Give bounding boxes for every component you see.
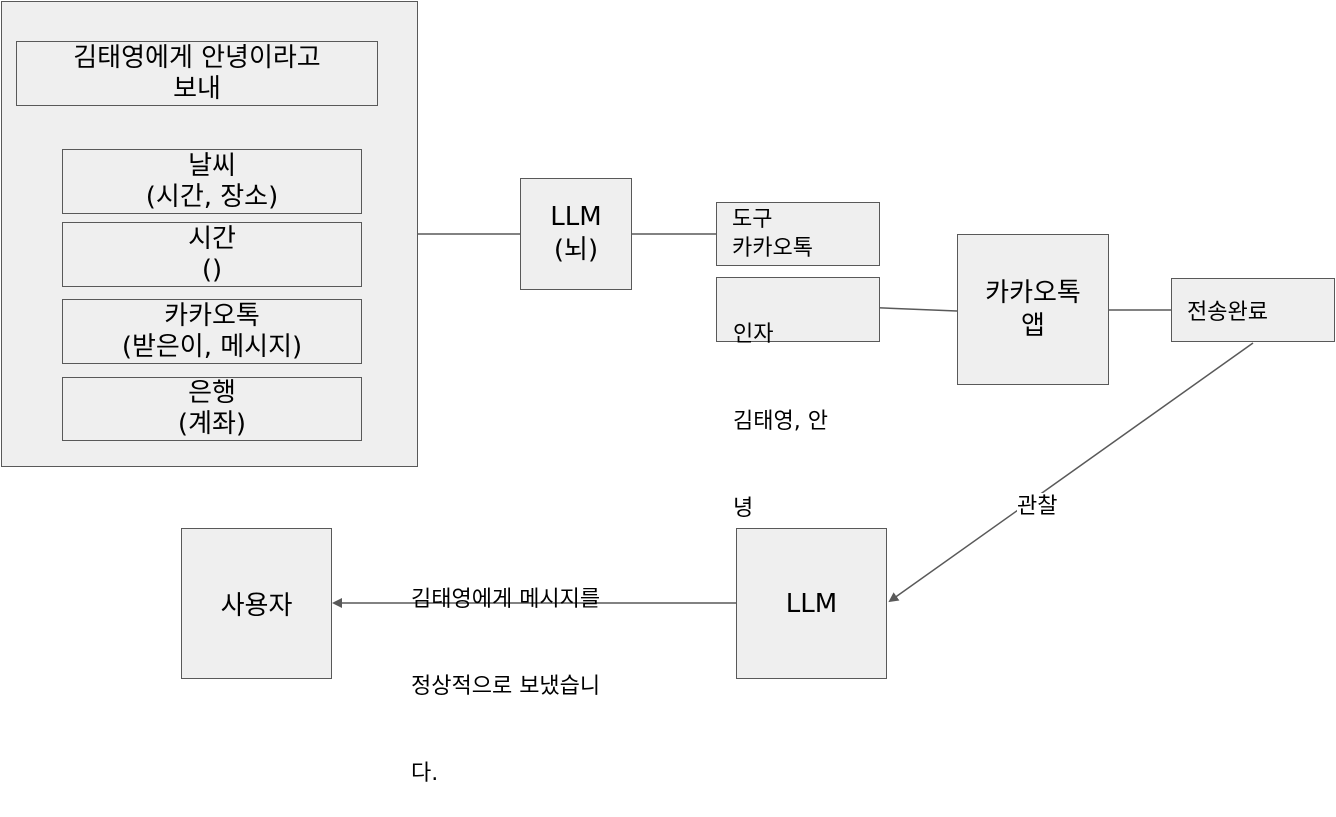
arguments-text: 인자 김태영, 안 녕 (733, 262, 828, 552)
sent-complete-box: 전송완료 (1171, 278, 1335, 342)
observe-label: 관찰 (1017, 493, 1058, 521)
reply-line-2: 정상적으로 보냈습니 (411, 674, 601, 699)
reply-line-3: 다. (411, 761, 439, 786)
sent-complete-label: 전송완료 (1187, 300, 1268, 325)
tool-time-args: () (201, 254, 223, 285)
arguments-value-1: 김태영, 안 (733, 409, 828, 434)
llm-bottom-box: LLM (736, 528, 887, 679)
llm-brain-box: LLM (뇌) (520, 178, 632, 290)
kakaotalk-app-line-2: 앱 (1021, 310, 1045, 341)
tool-weather: 날씨 (시간, 장소) (62, 149, 362, 214)
reply-line-1: 김태영에게 메시지를 (411, 587, 601, 612)
tool-selection-title: 도구 (732, 207, 773, 232)
tool-bank-name: 은행 (188, 378, 236, 408)
tool-bank-args: (계좌) (177, 409, 247, 439)
tool-kakaotalk-args: (받은이, 메시지) (121, 331, 303, 362)
tool-time: 시간 () (62, 222, 362, 287)
kakaotalk-app-box: 카카오톡 앱 (957, 234, 1109, 385)
tool-weather-name: 날씨 (188, 150, 236, 181)
user-box: 사용자 (181, 528, 332, 679)
llm-bottom-label: LLM (785, 588, 838, 619)
tool-bank: 은행 (계좌) (62, 377, 362, 441)
llm-brain-sub: (뇌) (553, 235, 599, 265)
command-line-1: 김태영에게 안녕이라고 (73, 42, 321, 73)
arguments-box (716, 277, 880, 342)
tool-kakaotalk-name: 카카오톡 (164, 300, 260, 331)
reply-message-text: 김태영에게 메시지를 정상적으로 보냈습니 다. (411, 527, 600, 817)
llm-brain-label: LLM (550, 202, 602, 232)
user-label: 사용자 (220, 591, 293, 621)
kakaotalk-app-line-1: 카카오톡 (985, 277, 1081, 308)
tool-selection-value: 카카오톡 (732, 236, 813, 261)
arrow-observe (888, 342, 1254, 603)
arguments-value-2: 녕 (733, 496, 754, 521)
tool-selection-box: 도구 카카오톡 (716, 202, 880, 266)
arguments-title: 인자 (733, 322, 774, 347)
command-line-2: 보내 (173, 73, 221, 104)
tool-kakaotalk: 카카오톡 (받은이, 메시지) (62, 299, 362, 364)
command-box: 김태영에게 안녕이라고 보내 (16, 41, 378, 106)
tool-time-name: 시간 (188, 223, 236, 254)
tool-weather-args: (시간, 장소) (145, 181, 279, 212)
